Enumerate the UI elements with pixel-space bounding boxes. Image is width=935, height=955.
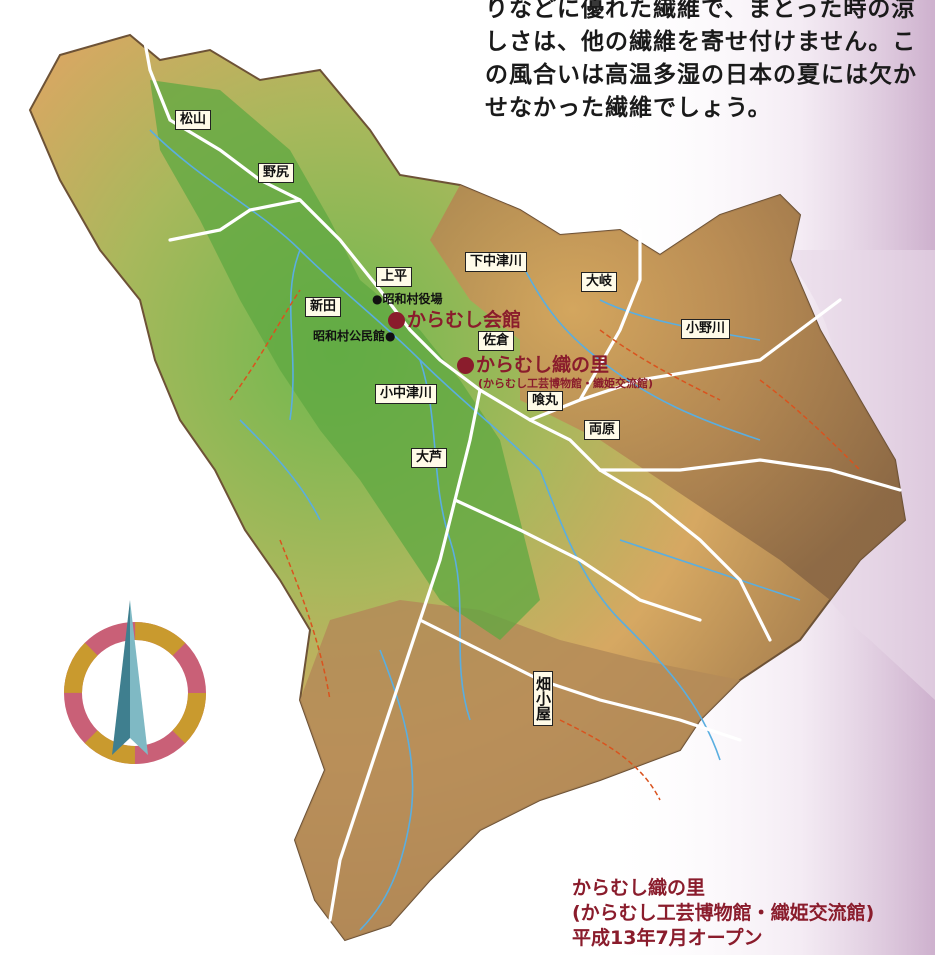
central-valley (150, 80, 540, 640)
karamushi-kaikan-label: からむし会館 (407, 309, 522, 331)
compass (64, 600, 206, 764)
karamushi-kaikan-marker: からむし会館 (388, 305, 521, 332)
intro-line: の風合いは高温多湿の日本の夏には欠か (485, 61, 917, 88)
public-hall-label: 昭和村公民館● (313, 329, 396, 343)
place-label-shimonakatsugawa: 下中津川 (465, 252, 528, 272)
roads (138, 13, 902, 922)
north-arrow-icon (112, 600, 148, 755)
place-label-nojiri: 野尻 (258, 163, 295, 183)
intro-line: りなどに優れた繊維で、まとった時の涼 (485, 0, 916, 22)
place-label-ooashi: 大芦 (411, 448, 448, 468)
east-highlands (430, 185, 905, 600)
south-highlands (295, 600, 740, 940)
place-label-sakura: 佐倉 (478, 331, 515, 351)
caption: からむし織の里 (からむし工芸博物館・織姫交流館) 平成13年7月オープン (572, 876, 874, 951)
village-office-label: ●昭和村役場 (372, 292, 443, 306)
intro-line: しさは、他の繊維を寄せ付けません。こ (485, 28, 917, 55)
place-label-shinden: 新田 (305, 297, 342, 317)
place-label-konakatsugawa: 小中津川 (375, 384, 438, 404)
boundaries (229, 289, 861, 801)
rivers (149, 129, 801, 931)
place-label-matsuyama: 松山 (175, 110, 212, 130)
location-dot-icon (388, 312, 405, 329)
intro-line: せなかった繊維でしょう。 (485, 94, 772, 121)
place-label-hatakegoya: 畑小屋 (533, 671, 553, 726)
karamushi-sato-label: からむし織の里 (476, 354, 610, 376)
caption-line-1: からむし織の里 (572, 877, 706, 899)
place-label-onogawa: 小野川 (681, 319, 731, 339)
intro-text: りなどに優れた繊維で、まとった時の涼 しさは、他の繊維を寄せ付けません。こ の風… (485, 0, 935, 124)
caption-line-3: 平成13年7月オープン (572, 927, 763, 949)
location-dot-icon (457, 357, 474, 374)
karamushi-sato-marker: からむし織の里 (457, 350, 609, 377)
place-label-ryohara: 両原 (584, 420, 621, 440)
caption-line-2: (からむし工芸博物館・織姫交流館) (572, 902, 875, 924)
place-label-okuki: 大岐 (581, 272, 618, 292)
place-label-kuimaru: 喰丸 (527, 391, 564, 411)
place-label-kamidaira: 上平 (376, 267, 413, 287)
karamushi-sato-sublabel: (からむし工芸博物館・織姫交流館) (478, 377, 654, 390)
